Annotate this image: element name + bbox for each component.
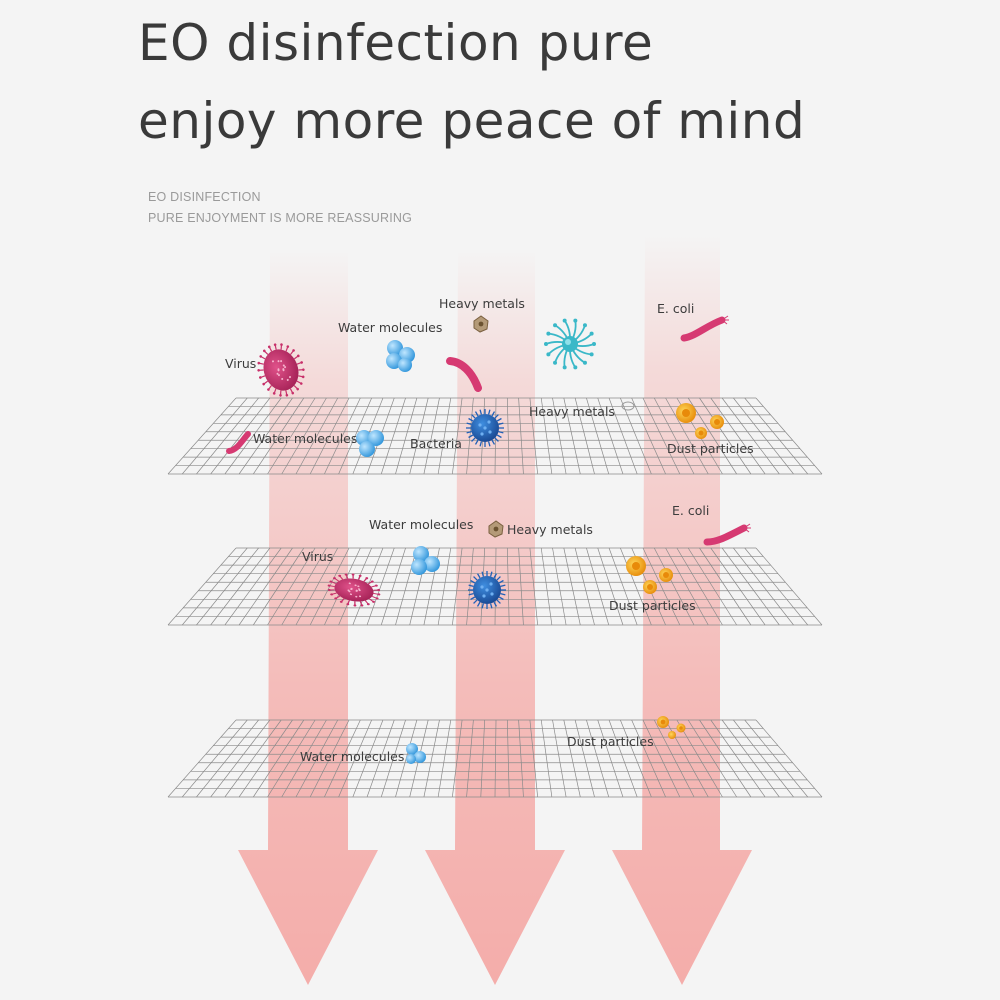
label-water-molecules: Water molecules [369,517,473,532]
label-virus: Virus [225,356,256,371]
dust-particle-icon [676,403,724,439]
spore-icon [544,318,596,370]
label-dust-particles: Dust particles [667,441,754,456]
label-heavy-metals: Heavy metals [507,522,593,537]
subtitle-line-2: PURE ENJOYMENT IS MORE REASSURING [148,211,413,225]
heavy-metal-icon [621,401,635,411]
water-molecule-icon [406,743,426,764]
ecoli-icon [680,315,729,342]
heavy-metal-icon [488,520,504,538]
label-water-molecules: Water molecules [300,749,404,764]
label-virus: Virus [302,549,333,564]
headline-line-2: enjoy more peace of mind [138,92,806,150]
label-heavy-metals: Heavy metals [439,296,525,311]
virus-icon [257,343,305,397]
heavy-metal-icon [473,315,489,333]
label-ecoli: E. coli [672,503,709,518]
ecoli-icon [703,523,751,546]
water-molecule-icon [356,430,384,457]
filter-layer-3 [167,719,823,798]
bacteria-icon [468,571,506,609]
virus-icon [327,573,381,607]
bacteria-icon [466,409,504,447]
label-dust-particles: Dust particles [609,598,696,613]
filter-layer-2 [167,547,823,626]
label-dust-particles: Dust particles [567,734,654,749]
ecoli-icon [446,357,482,392]
label-ecoli: E. coli [657,301,694,316]
subtitle-line-1: EO DISINFECTION [148,190,261,204]
water-molecule-icon [411,546,440,575]
headline-line-1: EO disinfection pure [138,14,654,72]
label-bacteria: Bacteria [410,436,462,451]
dust-particle-icon [626,556,673,594]
label-water-molecules: Water molecules [253,431,357,446]
label-heavy-metals: Heavy metals [529,404,615,419]
filter-layers [167,397,823,798]
dust-particle-icon [657,716,686,739]
ecoli-icon [226,431,251,454]
airflow-arrow-left [238,250,378,985]
water-molecule-icon [386,340,415,372]
label-water-molecules: Water molecules [338,320,442,335]
